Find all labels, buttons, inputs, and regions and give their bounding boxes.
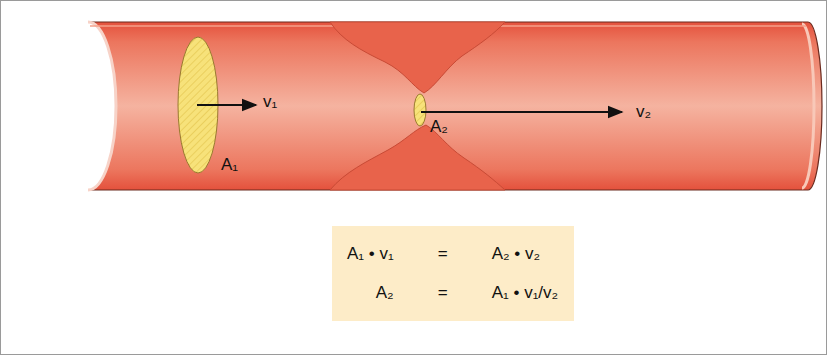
vessel-opening bbox=[88, 22, 116, 190]
formula-grid: A₁ • v₁ = A₂ • v₂ A₂ = A₁ • v₁/v₂ bbox=[347, 245, 558, 302]
vessel-wall bbox=[88, 22, 822, 190]
cross-section-a2 bbox=[414, 94, 426, 126]
area-label: A₂ bbox=[430, 118, 448, 135]
formula-text: A₁ • v₁/v₂ bbox=[492, 284, 559, 303]
area-label: A₁ bbox=[221, 156, 238, 173]
plaque-top bbox=[330, 22, 505, 93]
formula-box: A₁ • v₁ = A₂ • v₂ A₂ = A₁ • v₁/v₂ bbox=[332, 226, 574, 321]
plaque-bottom bbox=[330, 125, 505, 190]
formula-text: A₂ • v₂ bbox=[492, 245, 559, 264]
vessel-rim bbox=[802, 24, 814, 188]
formula-text: A₁ • v₁ bbox=[347, 245, 394, 264]
velocity-arrow bbox=[421, 111, 622, 113]
velocity-label: v₂ bbox=[636, 103, 651, 120]
formula-text: = bbox=[438, 245, 448, 264]
formula-text: = bbox=[438, 284, 448, 303]
formula-text: A₂ bbox=[347, 284, 394, 303]
velocity-label: v₁ bbox=[263, 93, 277, 110]
velocity-arrow bbox=[197, 104, 256, 106]
